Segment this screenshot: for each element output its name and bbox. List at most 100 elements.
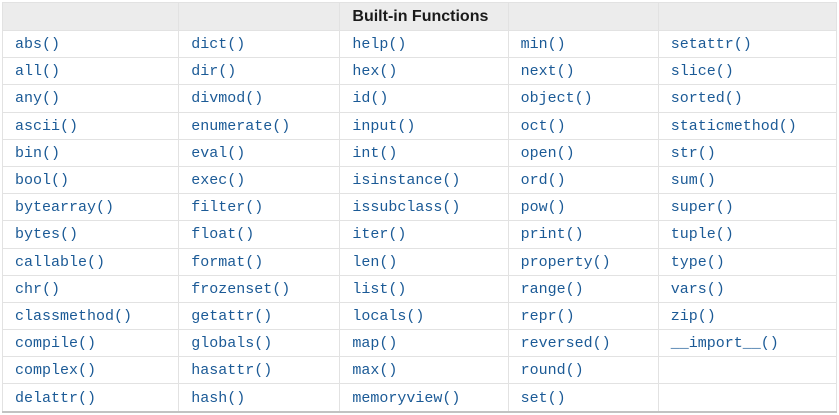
function-cell: setattr() bbox=[657, 29, 838, 59]
function-link[interactable]: reversed() bbox=[520, 335, 611, 353]
function-link[interactable]: format() bbox=[191, 253, 264, 271]
function-cell: staticmethod() bbox=[657, 111, 838, 140]
function-cell: help() bbox=[339, 29, 509, 59]
function-cell: dict() bbox=[178, 29, 341, 59]
function-link[interactable]: globals() bbox=[191, 335, 273, 353]
function-link[interactable]: float() bbox=[191, 226, 255, 244]
header-empty-cell bbox=[178, 2, 341, 31]
function-link[interactable]: range() bbox=[520, 280, 584, 298]
function-link[interactable]: setattr() bbox=[670, 36, 752, 54]
function-link[interactable]: staticmethod() bbox=[670, 117, 797, 135]
function-link[interactable]: hasattr() bbox=[191, 362, 273, 380]
function-link[interactable]: any() bbox=[15, 90, 61, 108]
function-cell: format() bbox=[178, 247, 341, 276]
function-cell: getattr() bbox=[178, 301, 341, 331]
function-link[interactable]: bool() bbox=[15, 172, 70, 190]
function-cell: set() bbox=[507, 383, 659, 413]
function-link[interactable]: min() bbox=[520, 36, 566, 54]
function-link[interactable]: delattr() bbox=[15, 389, 97, 407]
function-cell: bytes() bbox=[1, 220, 180, 249]
function-link[interactable]: open() bbox=[520, 144, 575, 162]
function-link[interactable]: issubclass() bbox=[352, 199, 461, 217]
function-cell: list() bbox=[339, 274, 509, 303]
function-link[interactable]: max() bbox=[352, 362, 398, 380]
function-cell: memoryview() bbox=[339, 383, 509, 413]
function-link[interactable]: vars() bbox=[670, 280, 725, 298]
function-link[interactable]: help() bbox=[352, 36, 407, 54]
function-link[interactable]: divmod() bbox=[191, 90, 264, 108]
function-cell: globals() bbox=[178, 329, 341, 358]
function-link[interactable]: round() bbox=[520, 362, 584, 380]
function-link[interactable]: bytearray() bbox=[15, 199, 115, 217]
function-link[interactable]: set() bbox=[520, 389, 566, 407]
function-cell: eval() bbox=[178, 138, 341, 167]
table-title: Built-in Functions bbox=[339, 2, 509, 31]
function-cell: bin() bbox=[1, 138, 180, 167]
function-link[interactable]: str() bbox=[670, 144, 716, 162]
function-link[interactable]: type() bbox=[670, 253, 725, 271]
function-link[interactable]: callable() bbox=[15, 253, 106, 271]
function-link[interactable]: memoryview() bbox=[352, 389, 461, 407]
function-link[interactable]: sum() bbox=[670, 172, 716, 190]
function-cell: frozenset() bbox=[178, 274, 341, 303]
function-link[interactable]: int() bbox=[352, 144, 398, 162]
function-link[interactable]: zip() bbox=[670, 307, 716, 325]
function-link[interactable]: frozenset() bbox=[191, 280, 291, 298]
function-link[interactable]: bin() bbox=[15, 144, 61, 162]
function-link[interactable]: property() bbox=[520, 253, 611, 271]
function-cell: dir() bbox=[178, 57, 341, 86]
function-link[interactable]: getattr() bbox=[191, 307, 273, 325]
function-link[interactable]: __import__() bbox=[670, 335, 779, 353]
function-link[interactable]: list() bbox=[352, 280, 407, 298]
function-cell: hasattr() bbox=[178, 356, 341, 385]
function-link[interactable]: sorted() bbox=[670, 90, 743, 108]
function-cell: next() bbox=[507, 57, 659, 86]
function-link[interactable]: isinstance() bbox=[352, 172, 461, 190]
function-link[interactable]: oct() bbox=[520, 117, 566, 135]
function-link[interactable]: map() bbox=[352, 335, 398, 353]
function-cell: zip() bbox=[657, 301, 838, 331]
function-link[interactable]: dir() bbox=[191, 63, 237, 81]
function-link[interactable]: len() bbox=[352, 253, 398, 271]
function-cell: isinstance() bbox=[339, 165, 509, 195]
function-link[interactable]: input() bbox=[352, 117, 416, 135]
function-link[interactable]: exec() bbox=[191, 172, 246, 190]
function-link[interactable]: bytes() bbox=[15, 226, 79, 244]
function-cell: ord() bbox=[507, 165, 659, 195]
function-cell: max() bbox=[339, 356, 509, 385]
function-link[interactable]: complex() bbox=[15, 362, 97, 380]
function-link[interactable]: abs() bbox=[15, 36, 61, 54]
function-link[interactable]: repr() bbox=[520, 307, 575, 325]
function-link[interactable]: all() bbox=[15, 63, 61, 81]
function-link[interactable]: locals() bbox=[352, 307, 425, 325]
function-link[interactable]: chr() bbox=[15, 280, 61, 298]
function-link[interactable]: enumerate() bbox=[191, 117, 291, 135]
function-cell: int() bbox=[339, 138, 509, 167]
function-link[interactable]: iter() bbox=[352, 226, 407, 244]
table-row: bool() exec() isinstance() ord() sum() bbox=[1, 165, 838, 195]
function-link[interactable]: ascii() bbox=[15, 117, 79, 135]
function-link[interactable]: pow() bbox=[520, 199, 566, 217]
function-link[interactable]: hash() bbox=[191, 389, 246, 407]
function-link[interactable]: dict() bbox=[191, 36, 246, 54]
function-cell: abs() bbox=[1, 29, 180, 59]
table-row: ascii() enumerate() input() oct() static… bbox=[1, 111, 838, 140]
function-cell: pow() bbox=[507, 193, 659, 222]
function-link[interactable]: super() bbox=[670, 199, 734, 217]
function-link[interactable]: filter() bbox=[191, 199, 264, 217]
function-link[interactable]: slice() bbox=[670, 63, 734, 81]
function-link[interactable]: eval() bbox=[191, 144, 246, 162]
function-link[interactable]: id() bbox=[352, 90, 389, 108]
function-link[interactable]: compile() bbox=[15, 335, 97, 353]
function-link[interactable]: classmethod() bbox=[15, 307, 133, 325]
function-link[interactable]: ord() bbox=[520, 172, 566, 190]
function-cell: min() bbox=[507, 29, 659, 59]
function-link[interactable]: next() bbox=[520, 63, 575, 81]
function-link[interactable]: object() bbox=[520, 90, 593, 108]
function-link[interactable]: hex() bbox=[352, 63, 398, 81]
function-link[interactable]: print() bbox=[520, 226, 584, 244]
function-cell: super() bbox=[657, 193, 838, 222]
table-row: bin() eval() int() open() str() bbox=[1, 138, 838, 167]
function-link[interactable]: tuple() bbox=[670, 226, 734, 244]
